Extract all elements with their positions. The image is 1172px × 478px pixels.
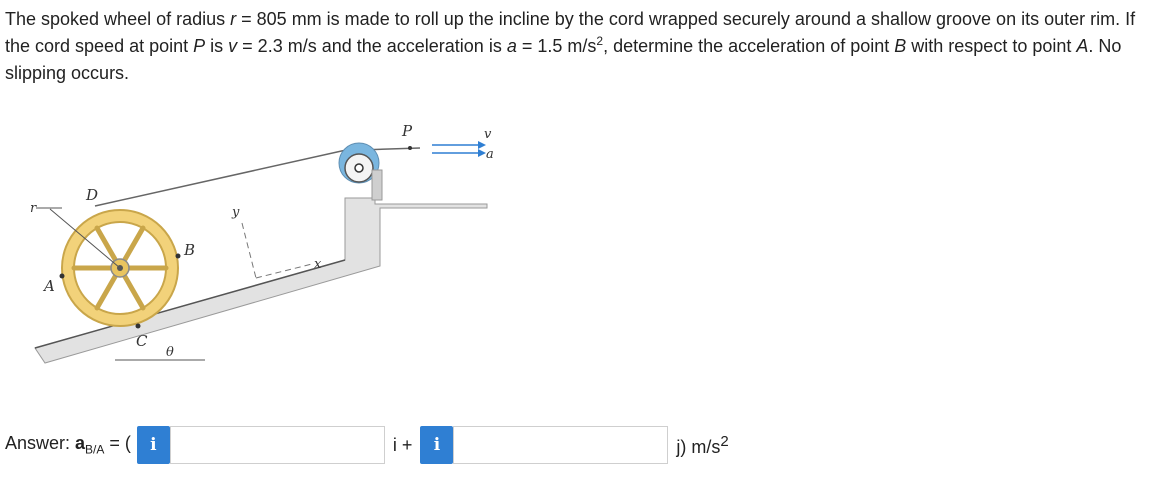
problem-statement: The spoked wheel of radius r = 805 mm is… xyxy=(5,9,1136,83)
cord xyxy=(94,147,356,207)
y-axis xyxy=(241,222,257,279)
pulley-support xyxy=(371,169,383,201)
point-B xyxy=(175,253,181,259)
label-v: v xyxy=(484,127,492,142)
label-y: y xyxy=(231,205,240,220)
pulley-hub xyxy=(354,163,364,173)
v-arrow-head xyxy=(478,141,486,149)
point-P xyxy=(408,146,412,150)
label-D: D xyxy=(85,186,98,204)
radius-line xyxy=(49,208,121,269)
a-arrow-head xyxy=(478,149,486,157)
info-icon[interactable]: i xyxy=(136,426,170,464)
answer-i-input[interactable] xyxy=(169,426,385,464)
answer-row: Answer: aB/A = ( i i + i j) m/s2 xyxy=(5,425,1165,465)
info-icon[interactable]: i xyxy=(420,426,454,464)
label-A: A xyxy=(42,277,55,295)
figure-svg: D r A B C θ y x P v a xyxy=(30,122,494,364)
incline-block xyxy=(34,197,488,364)
incline-surface-line xyxy=(34,259,346,349)
label-C: C xyxy=(136,332,148,350)
label-B: B xyxy=(183,241,195,259)
point-C xyxy=(135,323,141,329)
i-component-label: i + xyxy=(392,434,413,455)
answer-label: Answer: aB/A = ( xyxy=(5,433,131,457)
label-a: a xyxy=(486,147,494,162)
label-P: P xyxy=(401,122,413,140)
label-x: x xyxy=(314,257,322,272)
label-theta: θ xyxy=(166,345,174,360)
units-label: j) m/s2 xyxy=(676,432,729,457)
answer-j-input[interactable] xyxy=(453,426,669,464)
label-r: r xyxy=(30,201,37,216)
point-A xyxy=(59,273,65,279)
wheel-incline-figure: D r A B C θ y x P v a xyxy=(0,108,540,378)
